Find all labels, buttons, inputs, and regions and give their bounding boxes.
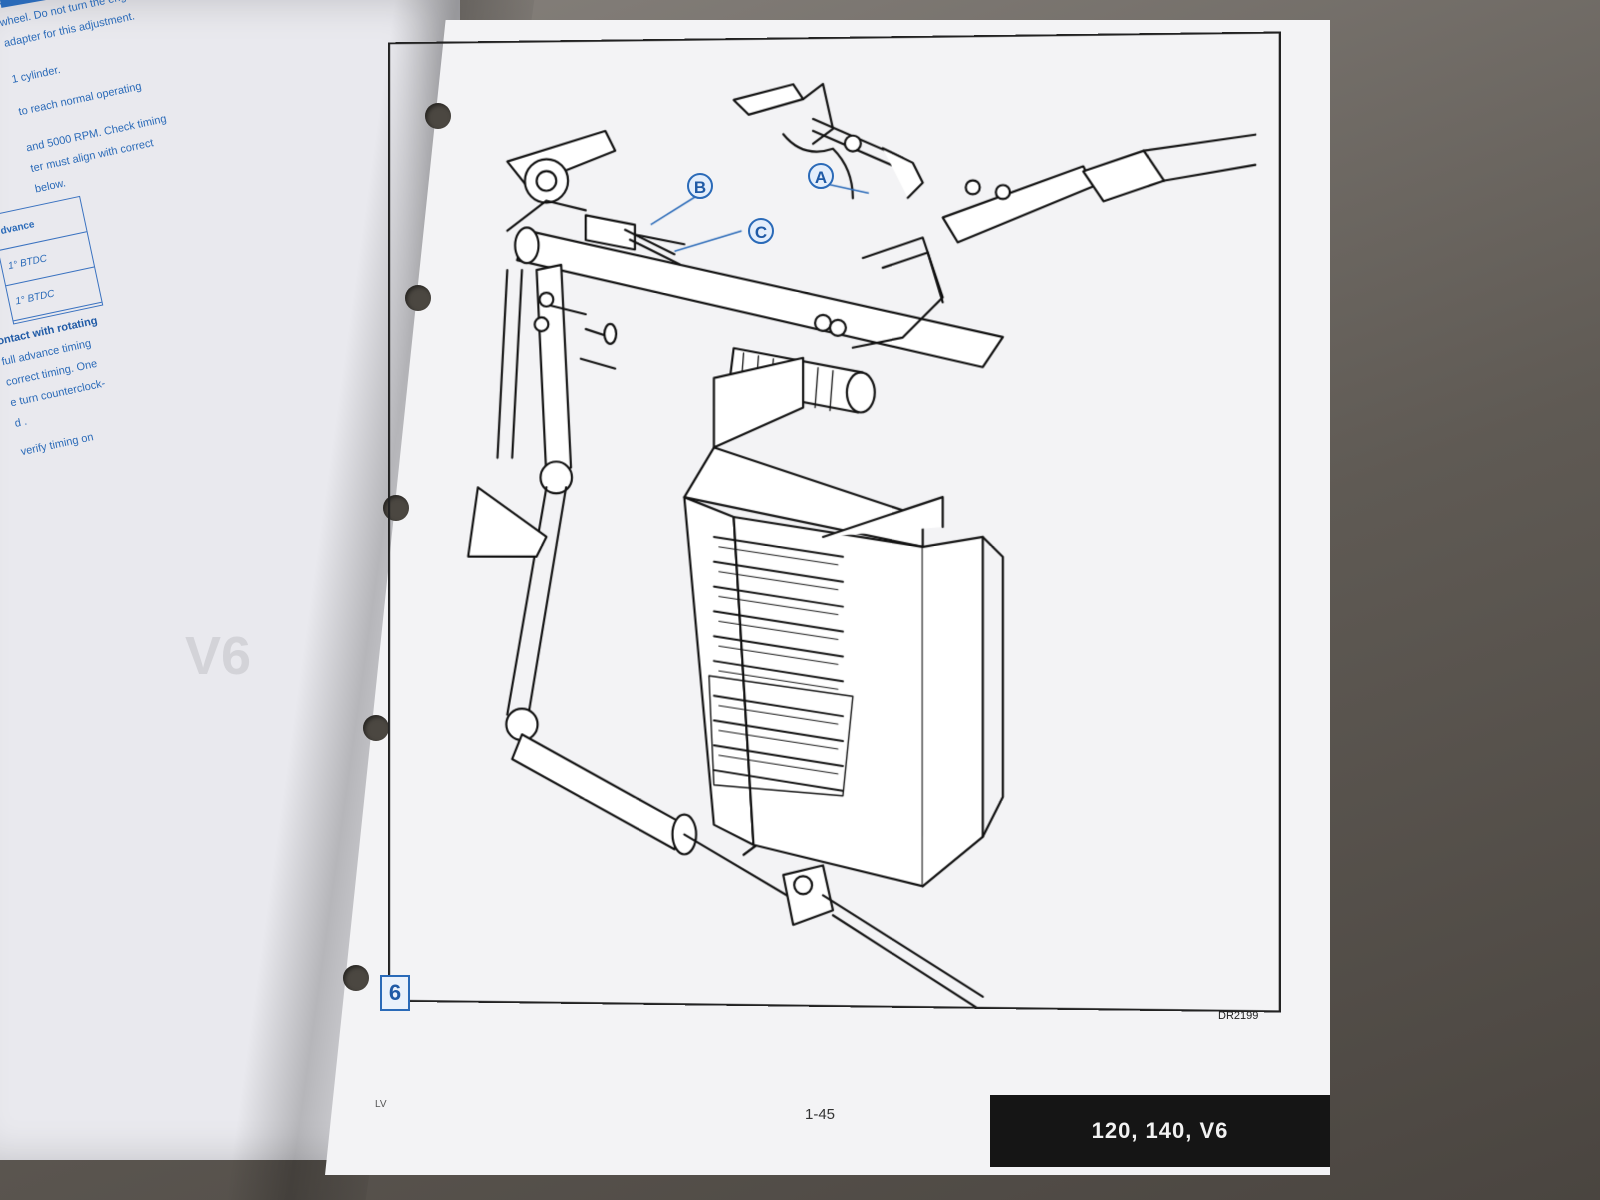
binder-hole [405,285,431,311]
page-number: 1-45 [805,1106,836,1123]
figure-number: 6 [380,975,410,1011]
corner-code: LV [375,1099,387,1110]
binder-hole [343,965,369,991]
binder-hole [425,103,451,129]
left-page-text: connect spark plug leads, turn to wheel.… [0,0,204,203]
callout-c: C [748,218,774,244]
timing-table: dvance 1° BTDC 1° BTDC [0,195,104,325]
model-tab: 120, 140, V6 [990,1095,1330,1167]
throttle-linkage-illustration [390,34,1279,1011]
callout-a: A [808,163,834,189]
figure-code: DR2199 [1218,1010,1259,1022]
bleed-through-text: V6 [185,626,252,686]
left-page-text-lower: ontact with rotating full advance timing… [0,300,190,466]
figure-frame [388,31,1281,1013]
binder-hole [383,495,409,521]
binder-hole [363,715,389,741]
callout-b: B [687,173,713,199]
